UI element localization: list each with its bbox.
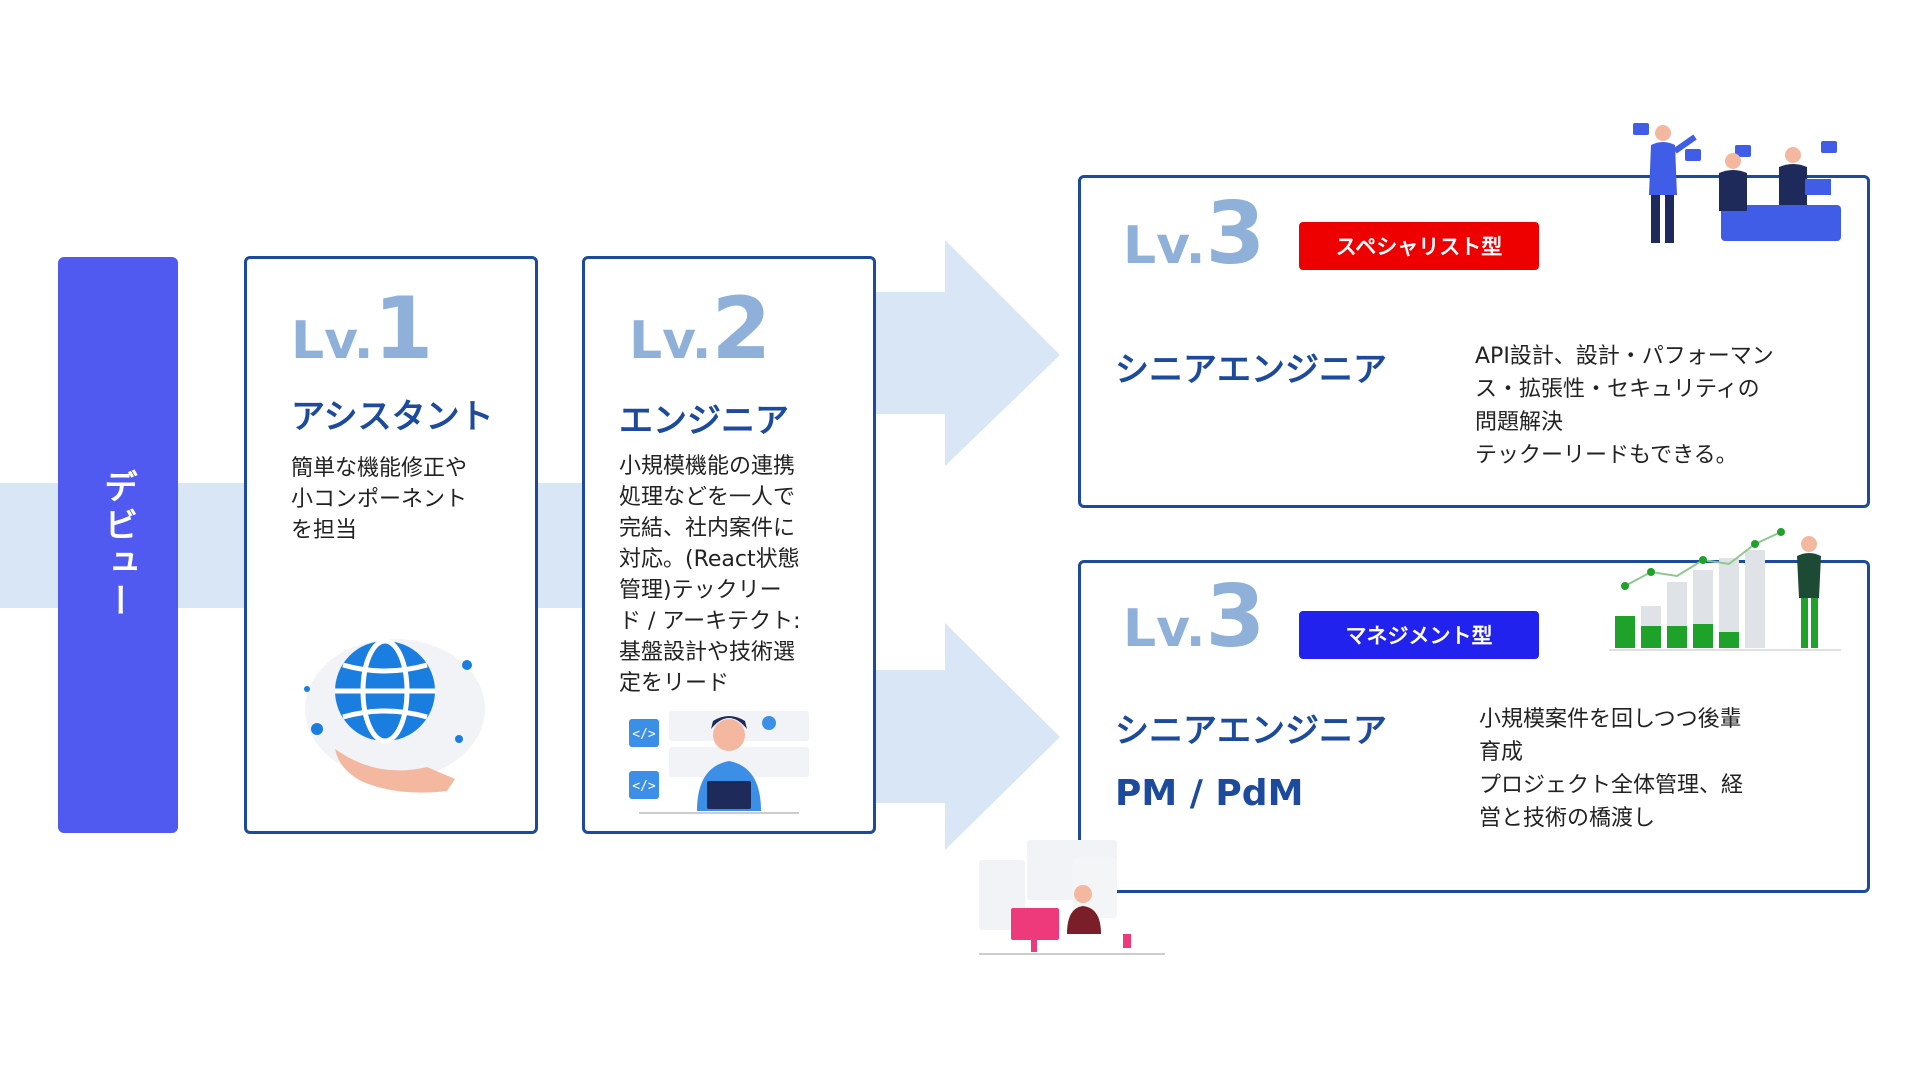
developer-laptop-icon: </> </>: [629, 711, 809, 814]
level-1-desc: 簡単な機能修正や 小コンポーネント を担当: [291, 456, 468, 543]
management-subtitle: PM / PdM: [1115, 773, 1304, 814]
debut-block: デビュー: [58, 257, 178, 833]
management-level-label: Lv.3: [1123, 567, 1266, 667]
globe-hand-icon: [304, 638, 485, 793]
level-2-label: Lv.2: [629, 279, 772, 379]
svg-text:</>: </>: [632, 779, 656, 794]
level-1-title: アシスタント: [291, 397, 494, 437]
analytics-chart-icon: [1609, 528, 1841, 651]
desk-worker-icon: [979, 840, 1165, 955]
flow-arrows: [860, 240, 1060, 850]
level-2-card: Lv.2 エンジニア 小規模機能の連携 処理などを一人で 完結、社内案件に 対応…: [582, 256, 876, 834]
management-badge: マネジメント型: [1299, 611, 1539, 659]
level-2-title: エンジニア: [619, 401, 789, 441]
specialist-title: シニアエンジニア: [1115, 350, 1387, 390]
specialist-level-label: Lv.3: [1123, 184, 1266, 284]
specialist-desc: API設計、設計・パフォーマン ス・拡張性・セキュリティの 問題解決 テックーリ…: [1475, 344, 1774, 468]
debut-label: デビュー: [97, 469, 138, 621]
team-discussion-icon: [1633, 123, 1841, 243]
level-2-desc: 小規模機能の連携 処理などを一人で 完結、社内案件に 対応。(React状態 管…: [619, 454, 801, 696]
specialist-badge: スペシャリスト型: [1299, 222, 1539, 270]
level-1-card: Lv.1 アシスタント 簡単な機能修正や 小コンポーネント を担当: [244, 256, 538, 834]
flow-bar-2: [540, 483, 590, 608]
svg-text:</>: </>: [632, 727, 656, 742]
management-title: シニアエンジニア: [1115, 711, 1387, 751]
level-1-label: Lv.1: [291, 279, 434, 379]
management-desc: 小規模案件を回しつつ後輩 育成 プロジェクト全体管理、経 営と技術の橋渡し: [1479, 707, 1744, 831]
